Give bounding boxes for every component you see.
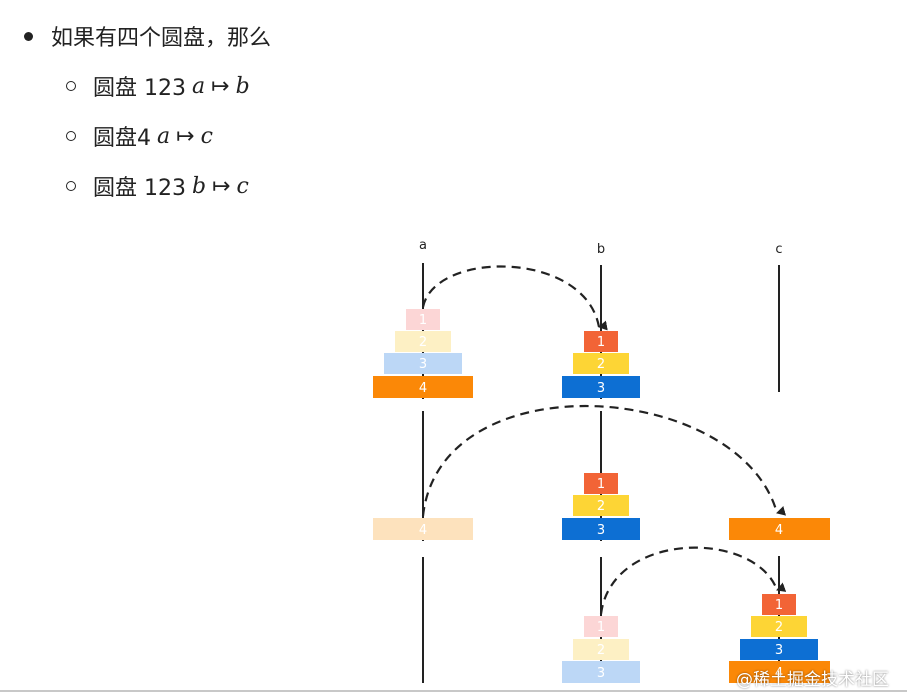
disk-label: 1 — [597, 620, 605, 635]
disk-3-faded — [562, 661, 640, 683]
bullet-main-text: 如果有四个圆盘，那么 — [51, 26, 272, 51]
hollow-bullet-icon — [66, 181, 76, 191]
disk-label: 2 — [597, 499, 605, 514]
disk-label: 1 — [419, 313, 427, 328]
mapsto-icon: ↦ — [212, 173, 231, 199]
disk-label: 2 — [775, 620, 783, 635]
sub-bullet-step-1: 圆盘 123 a ↦ b — [66, 70, 250, 102]
sub-bullet-step-2: 圆盘4 a ↦ c — [66, 120, 213, 152]
step-1-disks: 圆盘 123 — [93, 76, 186, 101]
mapsto-icon: ↦ — [211, 73, 230, 99]
disk-label: 4 — [419, 381, 427, 396]
disk-label: 3 — [597, 666, 605, 681]
hollow-bullet-icon — [66, 81, 76, 91]
step-3-from: b — [192, 173, 207, 199]
disk-4 — [729, 518, 830, 540]
step-2-disks: 圆盘4 — [93, 126, 151, 151]
move-arrow-a-to-c — [421, 404, 787, 517]
hollow-bullet-icon — [66, 131, 76, 141]
disk-label: 3 — [419, 357, 427, 372]
disk-3 — [562, 376, 640, 398]
disk-label: 4 — [419, 523, 427, 538]
disk-1 — [762, 594, 796, 615]
disk-label: 2 — [597, 643, 605, 658]
disk-label: 3 — [775, 643, 783, 658]
disk-2-faded — [395, 331, 451, 352]
disk-label: 3 — [597, 381, 605, 396]
step-2-to: c — [200, 123, 213, 149]
move-arrow-b-to-c — [599, 546, 787, 615]
disk-3 — [562, 518, 640, 540]
bottom-divider — [0, 690, 907, 692]
step-1-from: a — [192, 73, 206, 99]
sub-bullet-step-3: 圆盘 123 b ↦ c — [66, 170, 249, 202]
disk-label: 2 — [419, 335, 427, 350]
disk-2 — [573, 353, 629, 374]
peg-label-c: c — [775, 242, 782, 257]
disk-4 — [373, 376, 473, 398]
disk-label: 1 — [597, 335, 605, 350]
peg-label-a: a — [419, 238, 427, 253]
step-2-from: a — [157, 123, 171, 149]
peg-label-b: b — [597, 242, 605, 257]
disk-3-faded — [384, 353, 462, 374]
step-3-to: c — [236, 173, 249, 199]
mapsto-icon: ↦ — [176, 123, 195, 149]
disk-label: 4 — [775, 523, 783, 538]
step-3-disks: 圆盘 123 — [93, 176, 186, 201]
disk-1-faded — [406, 309, 440, 330]
bullet-main: 如果有四个圆盘，那么 — [20, 20, 271, 52]
disk-2-faded — [573, 639, 629, 660]
disk-label: 3 — [597, 523, 605, 538]
disk-4 — [729, 661, 830, 683]
move-arrow-a-to-b — [421, 265, 608, 331]
disk-3 — [740, 639, 818, 660]
disk-1 — [584, 331, 618, 352]
disk-2 — [751, 616, 807, 637]
disk-1 — [584, 473, 618, 494]
disk-label: 4 — [775, 666, 783, 681]
disk-1-faded — [584, 616, 618, 637]
disk-2 — [573, 495, 629, 516]
disk-label: 1 — [775, 598, 783, 613]
disk-label: 1 — [597, 477, 605, 492]
disk-4-faded — [373, 518, 473, 540]
step-1-to: b — [235, 73, 250, 99]
bullet-dot-icon — [24, 31, 33, 41]
watermark: @稀土掘金技术社区 — [736, 670, 889, 690]
disk-label: 2 — [597, 357, 605, 372]
